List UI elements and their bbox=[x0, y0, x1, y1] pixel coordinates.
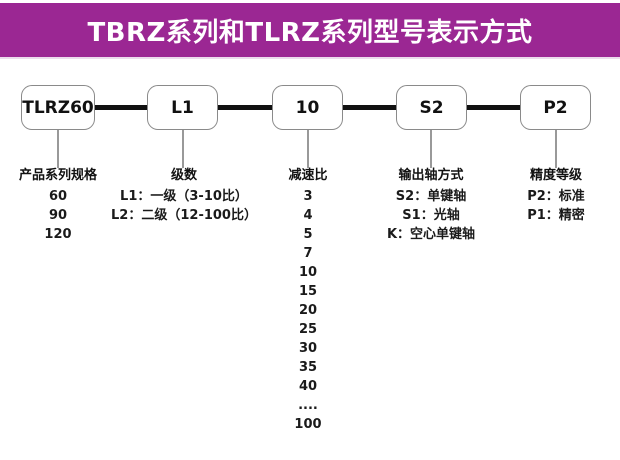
connector-line bbox=[218, 105, 272, 110]
column-item: 5 bbox=[303, 227, 313, 242]
page-title: TBRZ系列和TLRZ系列型号表示方式 bbox=[87, 17, 533, 48]
pointer-line bbox=[182, 130, 184, 168]
title-bar: TBRZ系列和TLRZ系列型号表示方式 bbox=[0, 3, 620, 59]
connector-line bbox=[343, 105, 396, 110]
column-item: S1：光轴 bbox=[402, 208, 460, 223]
column-item: K：空心单键轴 bbox=[386, 227, 476, 242]
column-item: 90 bbox=[48, 208, 68, 223]
column-item: S2：单键轴 bbox=[395, 189, 467, 204]
connector-line bbox=[95, 105, 147, 110]
column-item: 10 bbox=[298, 265, 318, 280]
column-item: 20 bbox=[298, 303, 318, 318]
column-ratio: 减速比 3 4 5 7 10 15 20 25 30 35 40 .... 10… bbox=[288, 168, 327, 434]
column-item: L2：二级（12-100比） bbox=[111, 208, 257, 223]
column-shaft-type: 输出轴方式 S2：单键轴 S1：光轴 K：空心单键轴 bbox=[387, 168, 475, 244]
pointer-line bbox=[307, 130, 309, 168]
model-box-ratio: 10 bbox=[272, 85, 343, 130]
column-item: .... bbox=[298, 398, 318, 413]
pointer-line bbox=[555, 130, 557, 168]
column-item: 4 bbox=[303, 208, 313, 223]
column-item: 120 bbox=[44, 227, 72, 242]
column-item: P2：标准 bbox=[527, 189, 585, 204]
model-box-stage: L1 bbox=[147, 85, 218, 130]
column-header: 输出轴方式 bbox=[398, 168, 464, 183]
model-box-precision: P2 bbox=[520, 85, 591, 130]
column-item: 15 bbox=[298, 284, 318, 299]
column-item: 7 bbox=[303, 246, 313, 261]
model-box-shaft: S2 bbox=[396, 85, 467, 130]
column-item: 100 bbox=[294, 417, 322, 432]
column-item: P1：精密 bbox=[527, 208, 585, 223]
column-item: 60 bbox=[48, 189, 68, 204]
column-series-spec: 产品系列规格 60 90 120 bbox=[19, 168, 97, 244]
column-header: 级数 bbox=[170, 168, 198, 183]
column-item: 35 bbox=[298, 360, 318, 375]
column-stage: 级数 L1：一级（3-10比） L2：二级（12-100比） bbox=[111, 168, 257, 225]
pointer-line bbox=[57, 130, 59, 168]
column-header: 减速比 bbox=[288, 168, 328, 183]
connector-line bbox=[467, 105, 520, 110]
model-box-series: TLRZ60 bbox=[21, 85, 95, 130]
column-item: 3 bbox=[303, 189, 313, 204]
pointer-line bbox=[430, 130, 432, 168]
column-item: 30 bbox=[298, 341, 318, 356]
column-item: 25 bbox=[298, 322, 318, 337]
column-item: L1：一级（3-10比） bbox=[120, 189, 248, 204]
column-header: 产品系列规格 bbox=[18, 168, 98, 183]
column-precision-grade: 精度等级 P2：标准 P1：精密 bbox=[527, 168, 585, 225]
column-header: 精度等级 bbox=[529, 168, 583, 183]
column-item: 40 bbox=[298, 379, 318, 394]
